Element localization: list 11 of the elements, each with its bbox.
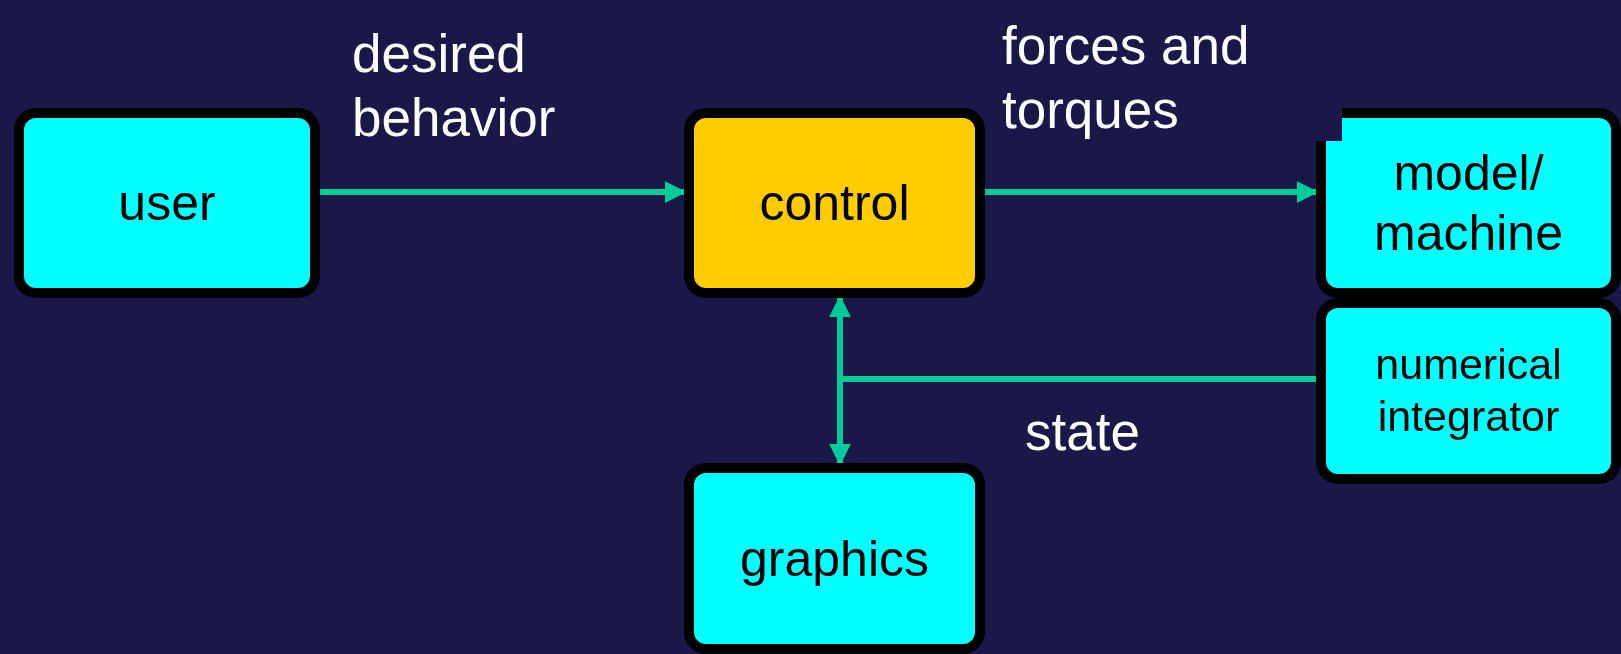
process-box	[1316, 298, 1621, 484]
process-box	[1316, 108, 1621, 298]
box-label: user	[117, 174, 217, 233]
box-label: control	[758, 174, 911, 233]
box-label: numerical integrator	[1374, 339, 1563, 442]
box-label: model/ machine	[1373, 144, 1564, 263]
process-box	[14, 108, 320, 298]
box-label: graphics	[739, 529, 930, 589]
process-box	[684, 108, 985, 298]
process-box	[684, 463, 985, 654]
arrow	[829, 376, 1316, 466]
